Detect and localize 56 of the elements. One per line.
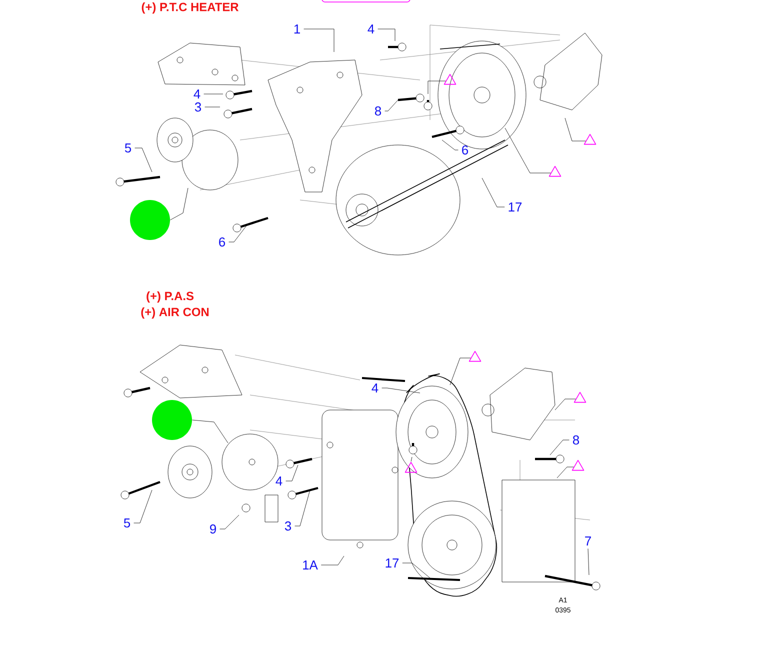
- callout-number: 8: [374, 106, 382, 116]
- callout-number: 6: [462, 145, 468, 155]
- triangle-marker: [404, 462, 418, 473]
- leader-line: [304, 28, 334, 52]
- leader-line: [410, 456, 412, 462]
- leader-line: [294, 490, 310, 526]
- heading-label: (+) P.A.S: [146, 291, 194, 303]
- circle-marker: [130, 200, 170, 240]
- leader-line: [134, 490, 152, 524]
- leader-line: [556, 466, 574, 478]
- leader-line: [382, 388, 420, 394]
- callout-number: 4: [372, 384, 378, 392]
- triangle-marker: [584, 134, 596, 145]
- leader-line: [450, 358, 471, 386]
- triangle-marker: [572, 460, 584, 471]
- leader-line: [286, 464, 298, 482]
- callout-number: 17: [508, 202, 522, 212]
- callout-number: 1: [294, 24, 300, 34]
- callout-number: 9: [210, 524, 216, 534]
- leader-line: [228, 224, 248, 242]
- callout-number: 3: [194, 102, 202, 112]
- callout-number: 1A: [303, 560, 318, 570]
- callout-number: 8: [572, 435, 580, 445]
- leader-line: [192, 420, 228, 444]
- heading-label: (+) AIR CON: [141, 307, 209, 319]
- leader-line: [378, 28, 396, 42]
- leader-line: [220, 514, 240, 530]
- leader-line: [170, 188, 188, 220]
- callout-number: 4: [368, 24, 374, 34]
- triangle-marker: [548, 166, 562, 177]
- circle-marker: [152, 400, 192, 440]
- leader-line: [320, 556, 344, 566]
- callout-number: 3: [284, 521, 292, 531]
- callout-number: 17: [386, 558, 399, 568]
- leader-line: [204, 106, 220, 108]
- leader-line: [442, 140, 458, 150]
- leader-line: [550, 440, 570, 456]
- callout-number: 4: [194, 90, 200, 98]
- leader-line: [564, 118, 586, 142]
- triangle-marker: [574, 392, 586, 403]
- callout-number: 4: [276, 476, 282, 486]
- triangle-marker: [444, 74, 456, 85]
- callout-number: 6: [219, 237, 226, 247]
- leader-line: [504, 128, 551, 174]
- leader-line: [554, 398, 576, 410]
- callout-number: 5: [124, 518, 130, 528]
- callout-number: 5: [124, 143, 132, 153]
- leader-line: [482, 178, 505, 208]
- leader-line: [588, 548, 590, 576]
- leader-line: [134, 148, 152, 172]
- leader-line: [402, 562, 430, 578]
- callout-number: 7: [585, 536, 591, 546]
- leader-line: [428, 80, 446, 94]
- leader-line: [384, 100, 398, 112]
- heading-label: (+) P.T.C HEATER: [142, 2, 239, 14]
- triangle-marker: [468, 350, 482, 362]
